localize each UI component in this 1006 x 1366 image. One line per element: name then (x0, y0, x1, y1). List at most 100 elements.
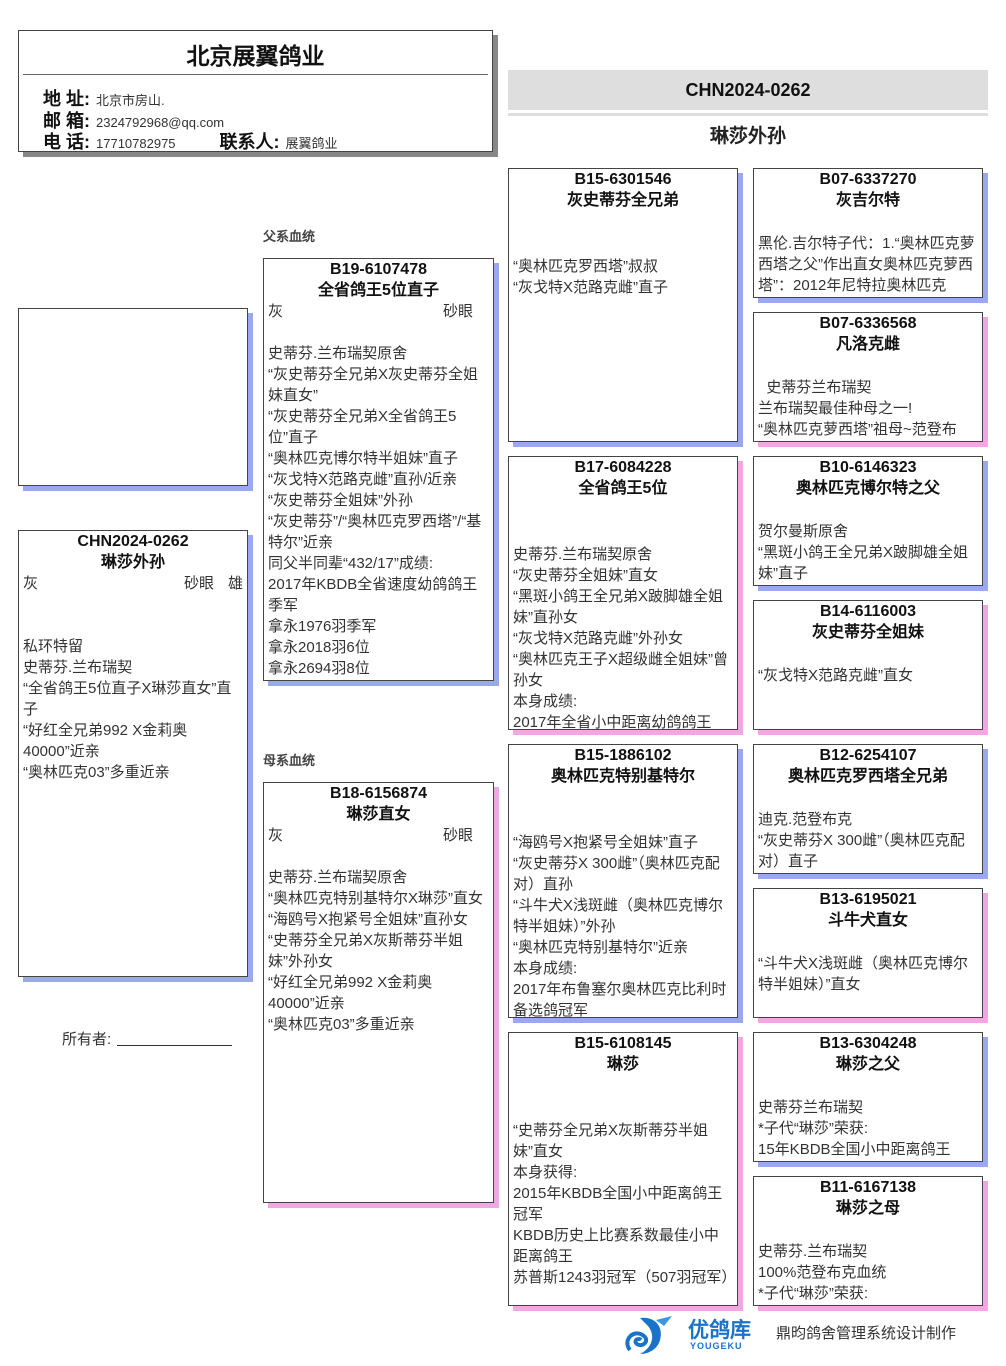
note-line: “奥林匹克萝西塔”祖母~范登布 (758, 421, 957, 438)
gen4-ancestor-card: B12-6254107 奥林匹克罗西塔全兄弟 迪克.范登布克“灰史蒂芬X 300… (753, 744, 983, 874)
ancestor-ring: B13-6195021 (819, 891, 917, 908)
note-line: “灰戈特X范路克雌”外孙女 (513, 630, 683, 647)
note-line: “奥林匹克03”多重近亲 (23, 764, 170, 781)
email-label: 邮 箱: (43, 111, 90, 131)
sire-ring: B19-6107478 (330, 261, 427, 278)
note-line: 2015年KBDB全国小中距离鸽王冠军 (513, 1185, 723, 1223)
address-label: 地 址: (43, 89, 90, 109)
owner-blank-line[interactable] (117, 1045, 233, 1046)
banner-divider (508, 113, 988, 116)
note-line: 史蒂芬兰布瑞契 (758, 1099, 864, 1116)
ancestor-name: 奥林匹克博尔特之父 (795, 480, 940, 497)
breeder-name: 北京展翼鸽业 (186, 43, 325, 69)
ring-number-banner: CHN2024-0262 (508, 70, 988, 110)
ancestor-ring: B07-6337270 (819, 171, 917, 188)
ancestor-ring: B15-6108145 (574, 1035, 672, 1052)
note-line: “全省鸽王5位直子X琳莎直女”直子 (23, 680, 232, 718)
note-line: “黑斑小鸽王全兄弟X跛脚雄全姐妹”直孙女 (513, 588, 724, 626)
note-line: 本身成绩: (513, 693, 578, 710)
ancestor-name: 全省鸽王5位 (578, 480, 668, 497)
dam-name: 琳莎直女 (346, 806, 411, 823)
note-line: 史蒂芬.兰布瑞契原舍 (268, 345, 408, 362)
note-line: “灰史蒂芬”/“奥林匹克罗西塔”/“基特尔”近亲 (268, 513, 482, 551)
dam-ring: B18-6156874 (330, 785, 427, 802)
note-line: 拿永1976羽季军 (268, 618, 377, 635)
note-line: “灰史蒂芬X 300雌”（奥林匹克配对）直子 (758, 832, 965, 870)
ancestor-name: 灰吉尔特 (835, 192, 900, 209)
ancestor-name: 灰史蒂芬全姐妹 (811, 624, 924, 641)
note-line: 2017年全省小中距离幼鸽鸽王 (513, 714, 712, 730)
note-line: “斗牛犬X浅斑雌（奥林匹克博尔特半姐妹）”直女 (758, 955, 969, 993)
note-line: *子代“琳莎”荣获: (758, 1120, 868, 1137)
note-line: “史蒂芬全兄弟X灰斯蒂芬半姐妹”外孙女 (268, 932, 464, 970)
dam-eye: 砂眼 (442, 827, 473, 844)
phone-value: 17710782975 (96, 136, 176, 151)
note-line: 史蒂芬兰布瑞契 (758, 379, 872, 396)
breeder-header: 北京展翼鸽业 地 址:北京市房山. 邮 箱:2324792968@qq.com … (18, 30, 493, 152)
note-line: 贺尔曼斯原舍 (758, 523, 849, 540)
owner-label: 所有者: (62, 1031, 112, 1048)
note-line: 史蒂芬.兰布瑞契 (758, 1243, 868, 1260)
subject-meta: 灰砂眼雄 (23, 573, 243, 594)
ancestor-ring: B14-6116003 (819, 603, 917, 620)
note-line: 史蒂芬.兰布瑞契原舍 (268, 869, 408, 886)
ancestor-ring: B10-6146323 (819, 459, 917, 476)
ancestor-name: 琳莎之母 (835, 1200, 900, 1217)
sire-name: 全省鸽王5位直子 (318, 282, 439, 299)
note-line: “奥林匹克特别基特尔”近亲 (513, 939, 688, 956)
note-line: 2017年KBDB全省速度幼鸽鸽王季军 (268, 576, 478, 614)
note-line: 史蒂芬.兰布瑞契原舍 (513, 546, 653, 563)
note-line: “好红全兄弟992 X金莉奥40000”近亲 (23, 722, 188, 760)
phone-label: 电 话: (43, 132, 90, 152)
note-line: “灰史蒂芬全兄弟X灰史蒂芬全姐妹直女” (268, 366, 479, 404)
ancestor-name: 斗牛犬直女 (827, 912, 908, 929)
ancestor-name: 奥林匹克罗西塔全兄弟 (787, 768, 948, 785)
note-line: 同父半同辈“432/17”成绩: (268, 555, 434, 572)
contact-label: 联系人: (219, 132, 280, 152)
ancestor-name: 奥林匹克特别基特尔 (550, 768, 695, 785)
gen3-ancestor-card: B15-6108145 琳莎 “史蒂芬全兄弟X灰斯蒂芬半姐妹”直女本身获得:20… (508, 1032, 738, 1306)
gen4-ancestor-card: B14-6116003 灰史蒂芬全姐妹 “灰戈特X范路克雌”直女 (753, 600, 983, 730)
email-value[interactable]: 2324792968@qq.com (96, 115, 225, 130)
ancestor-name: 凡洛克雌 (835, 336, 900, 353)
note-line: “奥林匹克特别基特尔X琳莎”直女 (268, 890, 483, 907)
subject-card: CHN2024-0262 琳莎外孙 灰砂眼雄 私环特留史蒂芬.兰布瑞契“全省鸽王… (18, 530, 248, 977)
ancestor-ring: B13-6304248 (819, 1035, 917, 1052)
gen3-ancestor-card: B15-6301546 灰史蒂芬全兄弟 “奥林匹克罗西塔”叔叔“灰戈特X范路克雌… (508, 168, 738, 442)
note-line: 2017年布鲁塞尔奥林匹克比利时备选鸽冠军 (513, 981, 727, 1018)
sire-notes: 史蒂芬.兰布瑞契原舍“灰史蒂芬全兄弟X灰史蒂芬全姐妹直女”“灰史蒂芬全兄弟X全省… (268, 343, 489, 679)
sire-card: B19-6107478 全省鸽王5位直子 灰砂眼 史蒂芬.兰布瑞契原舍 “灰史蒂芬… (263, 258, 494, 681)
note-line: 迪克.范登布克 (758, 811, 853, 828)
sire-lineage-label: 父系血统 (263, 229, 316, 244)
note-line: 史蒂芬.兰布瑞契 (23, 659, 133, 676)
ancestor-ring: B17-6084228 (574, 459, 672, 476)
dam-color: 灰 (268, 827, 284, 844)
note-line: “奥林匹克王子X超级雌全姐妹”曾孙女 (513, 651, 728, 689)
note-line: 拿永2694羽8位 (268, 660, 370, 677)
photo-placeholder (18, 308, 248, 486)
gen4-ancestor-card: B07-6337270 灰吉尔特 黑伦.吉尔特子代：1.“奥林匹克萝西塔之父”作… (753, 168, 983, 298)
subject-notes: 私环特留史蒂芬.兰布瑞契“全省鸽王5位直子X琳莎直女”直子“好红全兄弟992 X… (23, 636, 243, 783)
dam-notes: 史蒂芬.兰布瑞契原舍“奥林匹克特别基特尔X琳莎”直女“海鸥号X抱紧号全姐妹”直孙… (268, 867, 489, 1035)
note-line: “灰戈特X范路克雌”直女 (758, 667, 913, 684)
dam-card: B18-6156874 琳莎直女 灰 砂眼 史蒂芬.兰布瑞契原舍 “奥林匹克特别基特… (263, 782, 494, 1203)
note-line: 本身成绩: (513, 960, 578, 977)
sire-meta: 灰砂眼 (268, 301, 489, 322)
subject-sex: 雄 (227, 575, 243, 592)
note-line: “史蒂芬全兄弟X灰斯蒂芬半姐妹”直女 (513, 1122, 709, 1160)
note-line: 兰布瑞契最佳种母之一! (758, 400, 913, 417)
ancestor-ring: B11-6167138 (819, 1179, 917, 1196)
ancestor-ring: B15-6301546 (574, 171, 672, 188)
gen4-ancestor-card: B13-6304248 琳莎之父 史蒂芬兰布瑞契*子代“琳莎”荣获:15年KBD… (753, 1032, 983, 1162)
note-line: “奥林匹克罗西塔”叔叔 (513, 258, 658, 275)
note-line: 15年KBDB全国小中距离鸽王 (758, 1141, 951, 1158)
gen3-ancestor-card: B17-6084228 全省鸽王5位 史蒂芬.兰布瑞契原舍 “灰史蒂芬全姐妹”直女… (508, 456, 738, 730)
subject-eye: 砂眼 (183, 575, 214, 592)
note-line: “灰史蒂芬全姐妹”直女 (513, 567, 658, 584)
note-line: “奥林匹克03”多重近亲 (268, 1016, 415, 1033)
dam-meta: 灰 砂眼 (268, 825, 489, 846)
note-line: *子代“琳莎”荣获: (758, 1285, 868, 1302)
ancestor-name: 琳莎 (606, 1056, 639, 1073)
